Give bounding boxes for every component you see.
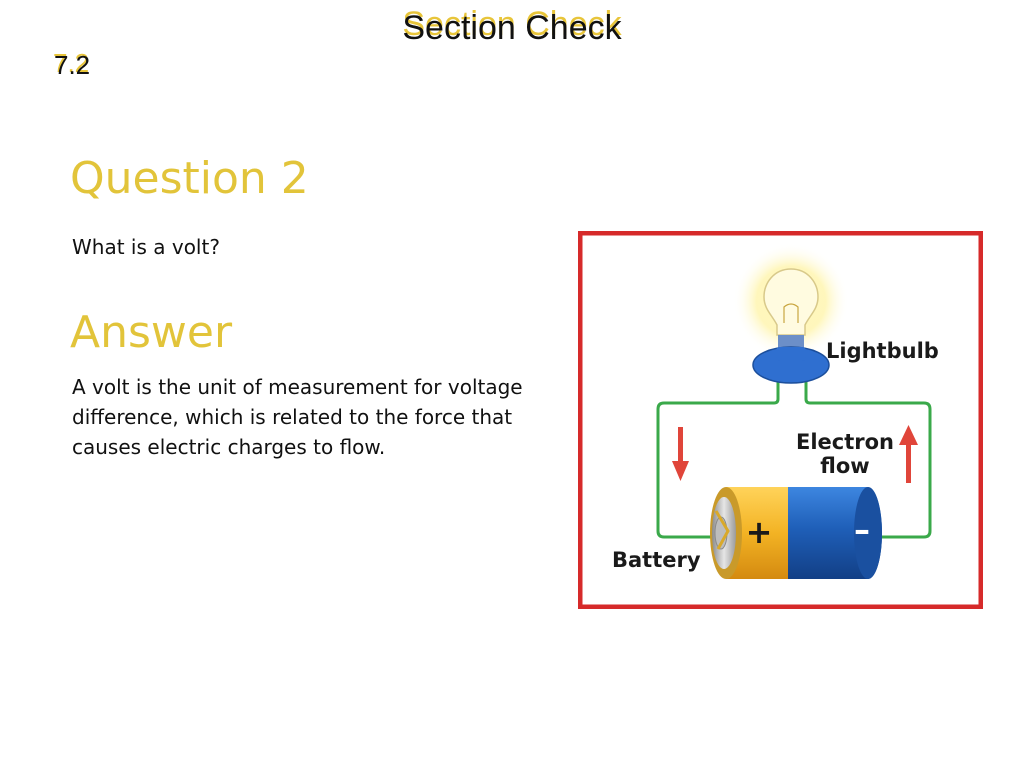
header-title: Section Check Section Check [0, 5, 1024, 50]
answer-text: A volt is the unit of measurement for vo… [72, 375, 523, 459]
bulb-socket-top [776, 347, 806, 361]
section-number: 7.2 7.2 [53, 48, 91, 82]
section-number-text: 7.2 [54, 50, 91, 80]
answer-heading: Answer [70, 307, 233, 358]
label-lightbulb: Lightbulb [826, 339, 939, 363]
label-flow: flow [820, 454, 869, 478]
section-number-shadow: 7.2 [53, 48, 90, 78]
wire-left [656, 381, 780, 539]
battery-icon [710, 487, 882, 579]
question-text: What is a volt? [72, 235, 220, 259]
wire-right [804, 381, 932, 539]
bulb-screw [778, 335, 804, 349]
label-electron: Electron [796, 430, 894, 454]
electron-flow-arrow-down [672, 427, 689, 481]
circuit-diagram: Lightbulb Electron flow Battery + – [578, 231, 983, 609]
circuit-diagram-svg: Lightbulb Electron flow Battery + – [578, 231, 983, 609]
question-heading: Question 2 [70, 153, 309, 204]
sign-minus: – [854, 511, 870, 549]
electron-flow-arrow-up [899, 425, 918, 483]
header-title-text: Section Check [402, 9, 622, 47]
bulb-filament [783, 303, 799, 323]
sign-plus: + [746, 513, 773, 551]
label-battery: Battery [612, 548, 701, 572]
header-title-shadow: Section Check [402, 5, 622, 43]
